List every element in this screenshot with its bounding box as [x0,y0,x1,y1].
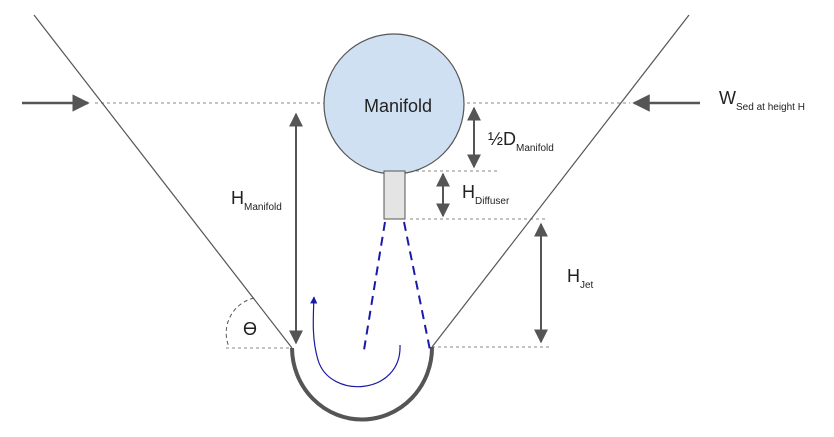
left-tank-wall [33,14,293,349]
jet-right-line [403,221,431,351]
h-diffuser-label: HDiffuser [462,182,510,207]
theta-angle-arc [225,297,255,348]
w-sed-label: WSed at height H [719,88,805,113]
theta-label: ϴ [243,319,257,339]
jet-left-line [363,221,386,351]
h-manifold-label: HManifold [231,188,282,213]
h-jet-label: HJet [567,266,594,291]
manifold-label: Manifold [364,96,432,116]
diffuser [383,170,406,220]
trough-bottom [290,346,435,422]
half-d-manifold-label: ½DManifold [488,129,554,154]
flow-circulation-arrow [310,296,401,388]
right-tank-wall [431,14,690,348]
